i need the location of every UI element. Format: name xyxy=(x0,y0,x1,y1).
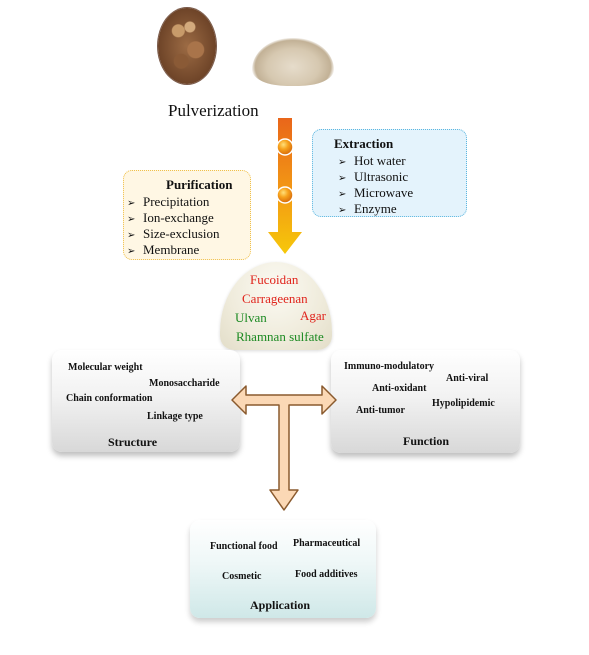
extraction-box: Extraction ➢Hot water ➢Ultrasonic ➢Micro… xyxy=(312,129,467,217)
function-panel: Immuno-modulatory Anti-viral Anti-oxidan… xyxy=(331,350,520,453)
agar-label: Agar xyxy=(300,308,326,323)
arrowhead-bullet-icon: ➢ xyxy=(127,230,136,241)
arrowhead-bullet-icon: ➢ xyxy=(127,214,136,225)
monosaccharide-label: Monosaccharide xyxy=(149,378,220,389)
list-item: ➢Enzyme xyxy=(338,201,413,217)
arrowhead-bullet-icon: ➢ xyxy=(338,173,347,184)
application-panel: Functional food Pharmaceutical Cosmetic … xyxy=(190,520,376,618)
process-arrow xyxy=(268,118,302,254)
arrow-shaft xyxy=(268,118,302,254)
list-item: ➢Membrane xyxy=(127,242,220,258)
extraction-connector-dot xyxy=(276,138,294,156)
fucoidan-label: Fucoidan xyxy=(250,272,299,287)
arrowhead-bullet-icon: ➢ xyxy=(338,157,347,168)
list-item: ➢Hot water xyxy=(338,153,413,169)
ulvan-label: Ulvan xyxy=(235,310,267,325)
anti-tumor-label: Anti-tumor xyxy=(356,405,405,416)
carrageenan-label: Carrageenan xyxy=(242,291,308,306)
t-arrow xyxy=(231,385,337,511)
structure-panel: Molecular weight Monosaccharide Chain co… xyxy=(52,350,240,452)
t-arrow-shape xyxy=(231,385,337,511)
arrowhead-bullet-icon: ➢ xyxy=(338,189,347,200)
list-item: ➢Ion-exchange xyxy=(127,210,220,226)
extraction-list: ➢Hot water ➢Ultrasonic ➢Microwave ➢Enzym… xyxy=(338,153,413,217)
purification-connector-dot xyxy=(276,186,294,204)
powder-image xyxy=(252,38,334,86)
purification-title: Purification xyxy=(166,177,233,192)
hypolipidemic-label: Hypolipidemic xyxy=(432,398,495,409)
arrowhead-bullet-icon: ➢ xyxy=(338,205,347,216)
food-additives-label: Food additives xyxy=(295,569,358,580)
polysaccharide-dome: Fucoidan Carrageenan Ulvan Agar Rhamnan … xyxy=(220,262,332,350)
purification-list: ➢Precipitation ➢Ion-exchange ➢Size-exclu… xyxy=(127,194,220,258)
structure-title: Structure xyxy=(108,435,158,449)
function-title: Function xyxy=(403,434,450,448)
application-title: Application xyxy=(250,598,311,612)
immuno-modulatory-label: Immuno-modulatory xyxy=(344,361,435,372)
pharmaceutical-label: Pharmaceutical xyxy=(293,538,361,549)
functional-food-label: Functional food xyxy=(210,541,278,552)
linkage-type-label: Linkage type xyxy=(147,411,203,422)
list-item: ➢Ultrasonic xyxy=(338,169,413,185)
purification-box: Purification ➢Precipitation ➢Ion-exchang… xyxy=(123,170,251,260)
anti-oxidant-label: Anti-oxidant xyxy=(372,383,427,394)
extraction-title: Extraction xyxy=(334,136,394,151)
cosmetic-label: Cosmetic xyxy=(222,571,262,582)
seaweed-image xyxy=(158,8,216,84)
arrowhead-bullet-icon: ➢ xyxy=(127,246,136,257)
chain-conformation-label: Chain conformation xyxy=(66,393,153,404)
anti-viral-label: Anti-viral xyxy=(446,373,489,384)
list-item: ➢Precipitation xyxy=(127,194,220,210)
molecular-weight-label: Molecular weight xyxy=(68,362,143,373)
list-item: ➢Microwave xyxy=(338,185,413,201)
list-item: ➢Size-exclusion xyxy=(127,226,220,242)
rhamnan-sulfate-label: Rhamnan sulfate xyxy=(236,329,324,344)
pulverization-label: Pulverization xyxy=(168,101,259,120)
arrowhead-bullet-icon: ➢ xyxy=(127,198,136,209)
